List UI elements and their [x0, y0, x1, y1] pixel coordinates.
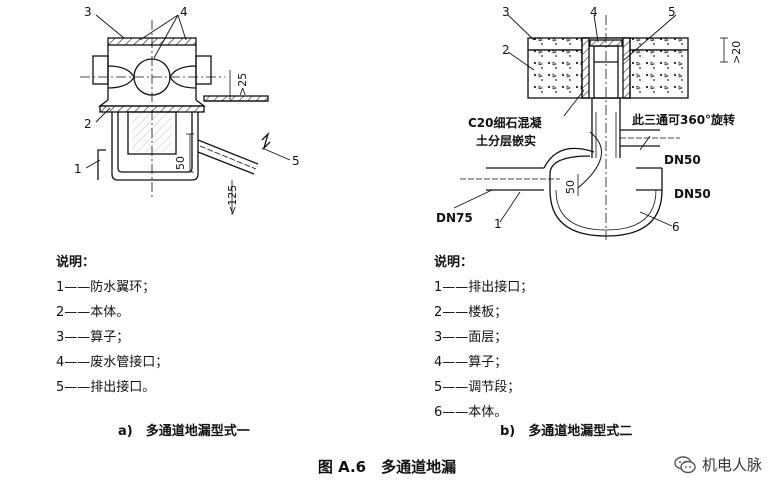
figure-title: 图 A.6 多通道地漏 [317, 458, 457, 476]
callout-a-1: 1 [74, 162, 82, 176]
legend-b-item: 5——调节段； [434, 380, 521, 395]
legend-b-item: 6——本体。 [434, 405, 508, 420]
caption-b: b) 多通道地漏型式二 [500, 424, 633, 439]
callout-b-4: 4 [590, 5, 598, 19]
callout-a-2: 2 [84, 117, 92, 131]
note-tee-rotate: 此三通可360°旋转 [632, 112, 735, 127]
watermark-text: 机电人脉 [701, 456, 762, 474]
callout-a-5: 5 [292, 154, 300, 168]
legend-a-item: 3——算子； [56, 330, 130, 345]
legend-a-item: 2——本体。 [56, 305, 130, 320]
note-concrete-2: 土分层嵌实 [476, 133, 536, 148]
figure-b-labels: 3 4 5 2 1 6 >20 50 C20细石混凝 土分层嵌实 此三通可360… [436, 5, 743, 234]
pipe-dn50-upper: DN50 [664, 153, 701, 167]
watermark: 机电人脉 [674, 454, 762, 475]
caption-a: a) 多通道地漏型式一 [118, 424, 250, 439]
figure-b [453, 14, 728, 240]
legend-a-item: 1——防水翼环； [56, 280, 156, 295]
legend-b-item: 4——算子； [434, 355, 508, 370]
dim-b-20: >20 [730, 41, 743, 64]
wechat-icon [674, 455, 696, 473]
pipe-dn50-lower: DN50 [674, 187, 711, 201]
callout-b-3: 3 [502, 5, 510, 19]
legend-a: 说明： 1——防水翼环； 2——本体。 3——算子； 4——废水管接口； 5——… [56, 250, 168, 400]
legend-a-item: 5——排出接口。 [56, 380, 156, 395]
callout-b-5: 5 [668, 5, 676, 19]
figure-a [80, 14, 291, 215]
legend-b-item: 3——面层； [434, 330, 508, 345]
dim-b-50: 50 [564, 180, 577, 194]
dim-a-125: <125 [226, 185, 239, 215]
legend-b-header: 说明： [434, 255, 474, 270]
pipe-dn75: DN75 [436, 211, 473, 225]
callout-b-6: 6 [672, 220, 680, 234]
figure-a-labels: 3 4 2 1 5 >25 50 <125 [74, 5, 300, 215]
callout-a-4: 4 [180, 5, 188, 19]
dim-a-50: 50 [174, 156, 187, 170]
dim-a-25: >25 [236, 73, 249, 96]
legend-b: 说明： 1——排出接口； 2——楼板； 3——面层； 4——算子； 5——调节段… [434, 250, 533, 425]
callout-b-2: 2 [502, 43, 510, 57]
note-concrete-1: C20细石混凝 [468, 115, 543, 130]
legend-a-item: 4——废水管接口； [56, 355, 169, 370]
callout-a-3: 3 [84, 5, 92, 19]
callout-b-1: 1 [494, 217, 502, 231]
legend-a-header: 说明： [56, 255, 96, 270]
legend-b-item: 2——楼板； [434, 305, 508, 320]
legend-b-item: 1——排出接口； [434, 280, 534, 295]
